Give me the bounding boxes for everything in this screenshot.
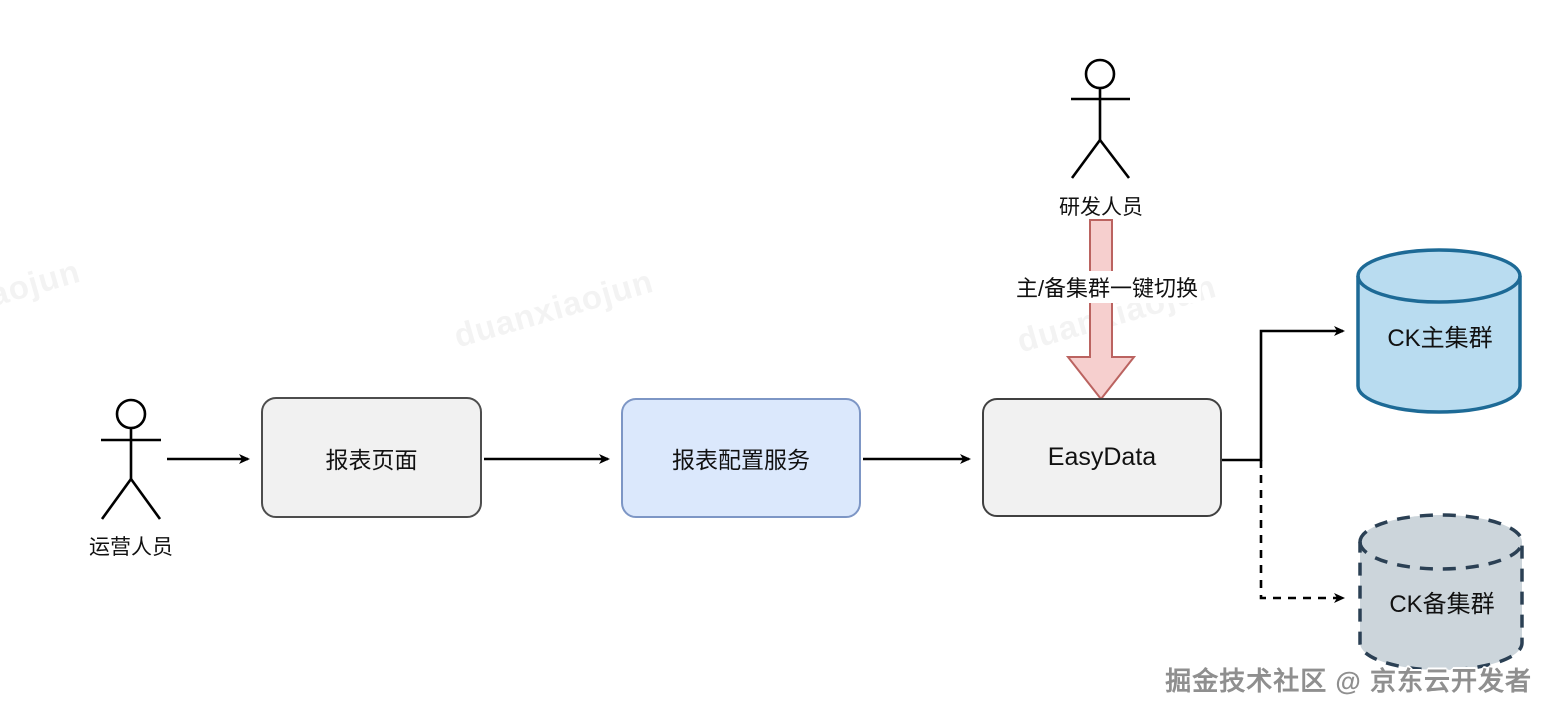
switch-annotation-label: 主/备集群一键切换 xyxy=(1012,271,1202,303)
edge-easydata-to-ck-primary xyxy=(1222,326,1345,462)
node-report-config-service: 报表配置服务 xyxy=(621,398,861,518)
node-easydata: EasyData xyxy=(982,398,1222,517)
node-easydata-label: EasyData xyxy=(1047,443,1157,471)
operations-actor-figure xyxy=(100,398,162,520)
edge-easydata-to-ck-backup xyxy=(1259,460,1345,603)
ck-backup-label: CK备集群 xyxy=(1389,591,1495,618)
developer-actor-figure xyxy=(1070,58,1131,179)
community-credit-watermark: 掘金技术社区 @ 京东云开发者 xyxy=(1165,666,1532,696)
developer-actor-label: 研发人员 xyxy=(1059,196,1143,219)
node-report-config-service-label: 报表配置服务 xyxy=(672,447,810,473)
switch-block-arrow xyxy=(1065,219,1137,401)
flow-arrows xyxy=(167,326,1345,603)
ck-primary-label: CK主集群 xyxy=(1387,325,1493,352)
node-report-page-label: 报表页面 xyxy=(325,446,418,473)
ck-primary-cylinder xyxy=(1356,248,1522,414)
node-report-page: 报表页面 xyxy=(261,397,482,518)
ck-backup-cylinder xyxy=(1358,513,1524,672)
operations-actor-label: 运营人员 xyxy=(89,536,173,559)
